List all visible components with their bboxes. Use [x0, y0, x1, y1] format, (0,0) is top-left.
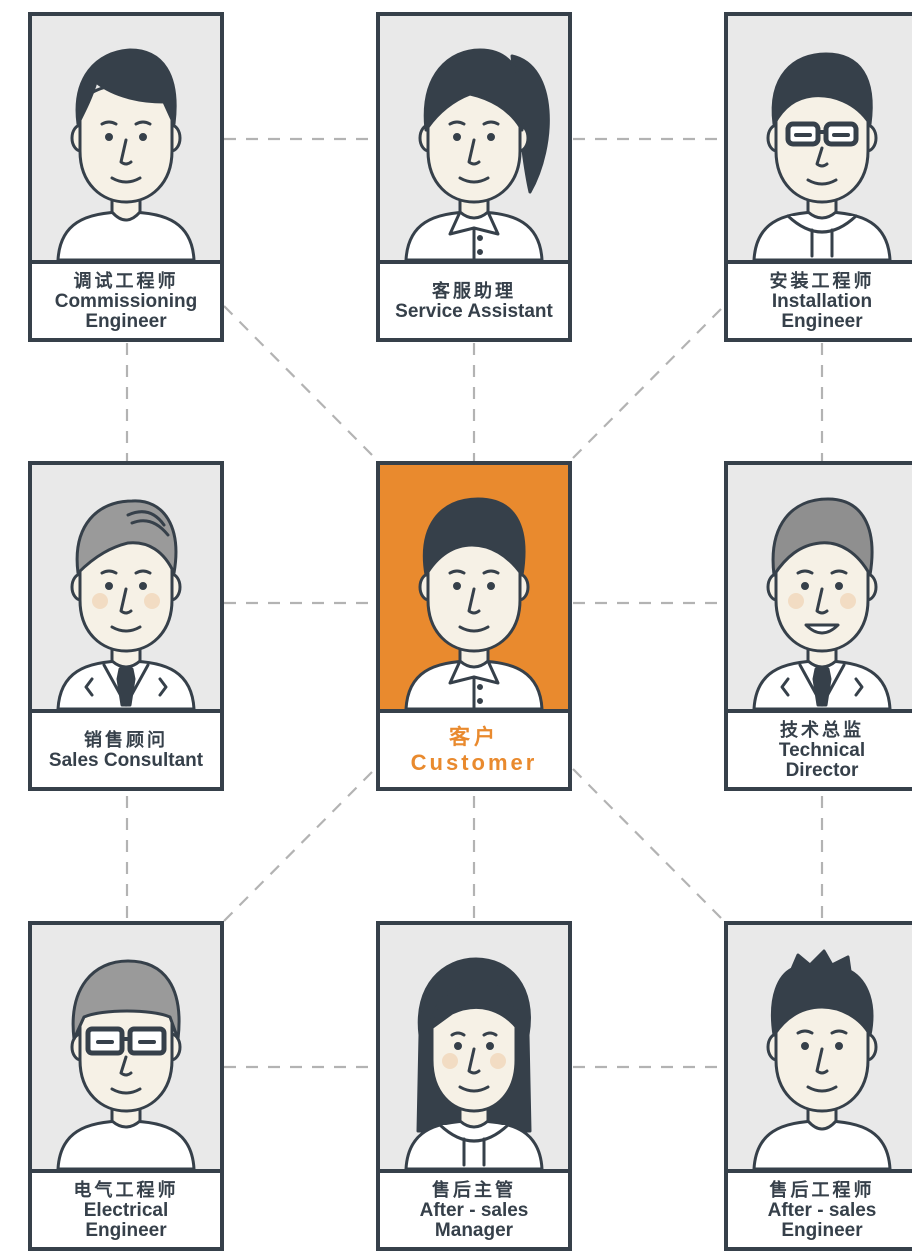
role-label: 安装工程师 Installation Engineer: [728, 264, 912, 338]
role-name-en: Engineer: [85, 310, 167, 332]
avatar-portrait: [32, 925, 220, 1173]
role-card-installation-engineer: 安装工程师 Installation Engineer: [724, 12, 912, 342]
role-label: 技术总监 Technical Director: [728, 713, 912, 787]
customer-icon: [404, 497, 544, 709]
role-name-zh: 安装工程师: [769, 270, 875, 292]
role-name-en: After - sales: [419, 1199, 529, 1221]
avatar-portrait: [380, 465, 568, 713]
role-name-en: Director: [785, 759, 859, 781]
role-name-en: After - sales: [767, 1199, 877, 1221]
role-label: 调试工程师 Commissioning Engineer: [32, 264, 220, 338]
role-card-commissioning-engineer: 调试工程师 Commissioning Engineer: [28, 12, 224, 342]
role-name-zh: 调试工程师: [73, 270, 179, 292]
role-label: 销售顾问 Sales Consultant: [32, 713, 220, 787]
role-name-zh: 客户: [449, 725, 499, 749]
role-name-en: Engineer: [85, 1219, 167, 1241]
role-name-en: Manager: [434, 1219, 514, 1241]
avatar-portrait: [380, 925, 568, 1173]
role-name-zh: 技术总监: [780, 719, 864, 741]
role-card-sales-consultant: 销售顾问 Sales Consultant: [28, 461, 224, 791]
role-label: 电气工程师 Electrical Engineer: [32, 1173, 220, 1247]
role-name-zh: 销售顾问: [84, 729, 168, 751]
avatar-portrait: [32, 16, 220, 264]
role-name-zh: 售后主管: [432, 1179, 516, 1201]
man-suit-tie-gray-hair-icon: [752, 497, 892, 709]
role-name-zh: 客服助理: [432, 280, 516, 302]
role-label: 售后主管 After - sales Manager: [380, 1173, 568, 1247]
avatar-portrait: [728, 465, 912, 713]
role-name-en: Installation: [771, 290, 873, 312]
role-label: 售后工程师 After - sales Engineer: [728, 1173, 912, 1247]
avatar-portrait: [728, 16, 912, 264]
woman-ponytail-icon: [404, 48, 550, 260]
role-card-service-assistant: 客服助理 Service Assistant: [376, 12, 572, 342]
avatar-portrait: [728, 925, 912, 1173]
man-glasses-hoodie-icon: [752, 52, 892, 260]
role-name-en: Service Assistant: [395, 300, 553, 322]
role-name-zh: 售后工程师: [769, 1179, 875, 1201]
role-name-en: Engineer: [781, 1219, 863, 1241]
avatar-portrait: [32, 465, 220, 713]
role-card-customer: 客户 Customer: [376, 461, 572, 791]
role-card-after-sales-engineer: 售后工程师 After - sales Engineer: [724, 921, 912, 1251]
woman-long-hair-icon: [404, 957, 544, 1169]
role-name-zh: 电气工程师: [73, 1179, 179, 1201]
role-name-en: Technical: [778, 739, 866, 761]
avatar-portrait: [380, 16, 568, 264]
role-name-en: Engineer: [781, 310, 863, 332]
young-man-icon: [56, 48, 196, 260]
role-name-en: Electrical: [83, 1199, 169, 1221]
role-card-electrical-engineer: 电气工程师 Electrical Engineer: [28, 921, 224, 1251]
role-card-after-sales-manager: 售后主管 After - sales Manager: [376, 921, 572, 1251]
man-spiky-hair-icon: [752, 949, 892, 1169]
role-name-en: Customer: [410, 750, 538, 775]
role-name-en: Sales Consultant: [48, 749, 204, 771]
role-name-en: Commissioning: [54, 290, 198, 312]
role-label: 客服助理 Service Assistant: [380, 264, 568, 338]
role-label: 客户 Customer: [380, 713, 568, 787]
older-man-glasses-icon: [56, 959, 196, 1169]
man-suit-tie-icon: [56, 499, 196, 709]
role-card-technical-director: 技术总监 Technical Director: [724, 461, 912, 791]
